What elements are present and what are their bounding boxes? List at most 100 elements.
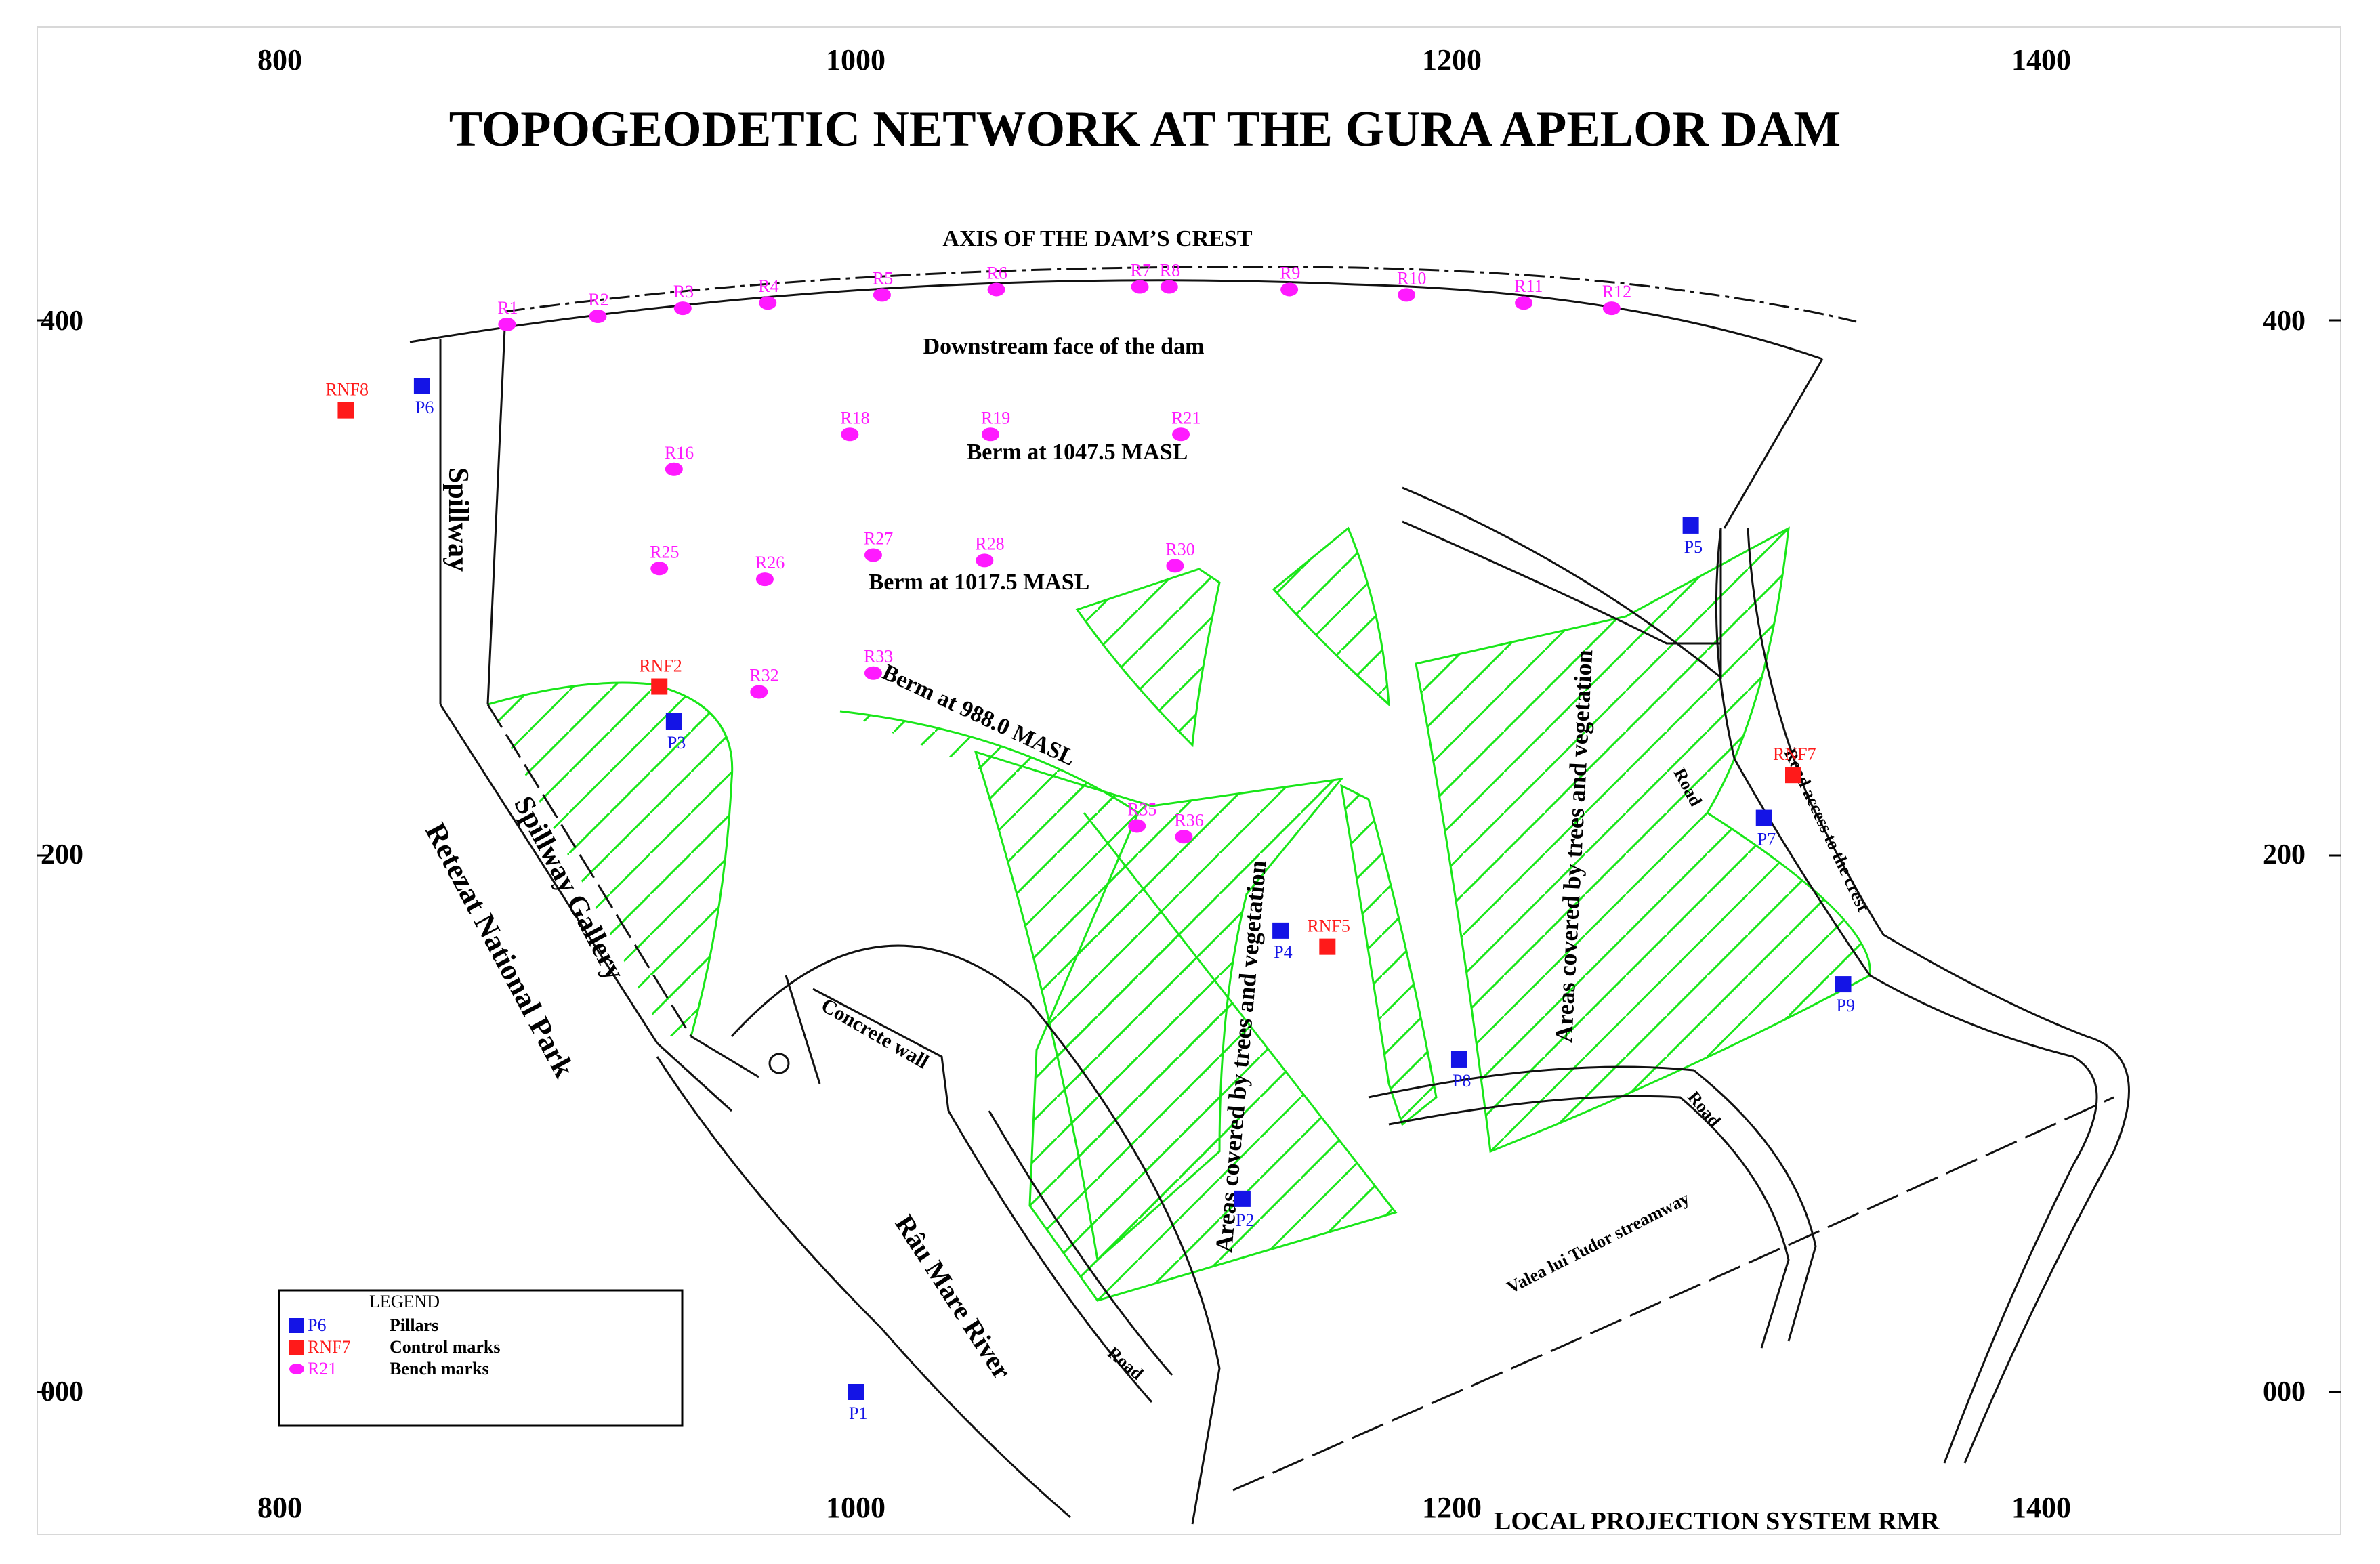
tick-bottom-800: 800 [257, 1491, 302, 1524]
legend-title: LEGEND [369, 1292, 440, 1311]
bench-mark-label-r27: R27 [864, 528, 893, 548]
pillar-p9[interactable] [1835, 976, 1852, 993]
control-mark-label-rnf5: RNF5 [1307, 916, 1350, 936]
control-mark-rnf8[interactable] [337, 402, 354, 419]
bench-mark-r16[interactable] [665, 462, 683, 476]
tick-right-200: 200 [2263, 839, 2305, 870]
axis-ticks-right: 400 200 000 [2263, 305, 2305, 1408]
bench-mark-r33[interactable] [864, 666, 882, 680]
bench-mark-r19[interactable] [981, 427, 999, 442]
tick-bottom-1400: 1400 [2011, 1491, 2071, 1524]
tick-top-1200: 1200 [1422, 43, 1482, 77]
bench-mark-label-r11: R11 [1514, 276, 1543, 296]
bench-mark-label-r25: R25 [650, 542, 679, 562]
map-frame [37, 26, 2341, 1535]
bench-mark-r2[interactable] [589, 310, 607, 324]
bench-mark-r7[interactable] [1131, 280, 1149, 294]
bench-mark-r6[interactable] [987, 282, 1005, 297]
bench-mark-label-r3: R3 [673, 282, 694, 301]
control-mark-rnf2[interactable] [651, 678, 668, 695]
bench-mark-label-r33: R33 [864, 647, 893, 667]
pillar-p8[interactable] [1450, 1051, 1467, 1068]
pillar-label-p3: P3 [667, 733, 686, 753]
bench-mark-r27[interactable] [864, 548, 882, 562]
label-projection: LOCAL PROJECTION SYSTEM RMR [1494, 1507, 1940, 1536]
axis-tick-marks [37, 319, 2341, 1393]
pillar-p1[interactable] [848, 1384, 864, 1400]
bench-mark-r25[interactable] [650, 562, 669, 576]
pillar-label-p5: P5 [1684, 537, 1703, 557]
bench-mark-label-r1: R1 [497, 298, 518, 318]
bench-mark-r10[interactable] [1398, 288, 1416, 302]
bench-mark-label-r5: R5 [873, 268, 893, 288]
bench-mark-label-r7: R7 [1131, 260, 1151, 280]
pillar-p2[interactable] [1234, 1190, 1251, 1207]
bench-mark-label-r18: R18 [840, 408, 869, 427]
legend-label-pillar: Pillars [390, 1315, 438, 1335]
bench-mark-label-r35: R35 [1127, 799, 1156, 819]
bench-mark-label-r10: R10 [1397, 268, 1426, 288]
label-crest-axis: AXIS OF THE DAM’S CREST [942, 226, 1253, 251]
tick-top-800: 800 [257, 43, 302, 77]
bench-mark-label-r2: R2 [588, 290, 608, 310]
legend-label-bench: Bench marks [390, 1359, 489, 1378]
pillar-label-p2: P2 [1236, 1210, 1254, 1230]
pillar-p7[interactable] [1755, 809, 1772, 826]
crest-axis-line [504, 266, 1857, 323]
legend-symbol-bench [289, 1364, 304, 1374]
label-spillway: Spillway [442, 467, 474, 572]
bench-mark-label-r28: R28 [975, 534, 1004, 553]
legend-symbol-control [289, 1340, 304, 1355]
pillar-label-p1: P1 [849, 1403, 867, 1423]
label-streamway: Valea lui Tudor streamway [1504, 1188, 1693, 1297]
label-concrete-wall: Concrete wall [818, 994, 933, 1073]
bench-mark-label-r16: R16 [665, 443, 694, 463]
map-title: TOPOGEODETIC NETWORK AT THE GURA APELOR … [449, 102, 1841, 157]
tick-right-400: 400 [2263, 305, 2305, 337]
control-mark-rnf5[interactable] [1319, 938, 1336, 955]
bench-mark-r9[interactable] [1280, 282, 1299, 297]
pillar-p4[interactable] [1272, 922, 1289, 939]
bench-mark-label-r9: R9 [1280, 263, 1300, 282]
bench-mark-r5[interactable] [873, 288, 891, 302]
pillar-p6[interactable] [413, 378, 430, 394]
bench-mark-label-r21: R21 [1171, 408, 1201, 427]
bench-mark-r12[interactable] [1602, 301, 1621, 316]
tick-bottom-1000: 1000 [826, 1491, 885, 1524]
control-mark-rnf7[interactable] [1785, 767, 1801, 784]
bench-mark-r11[interactable] [1515, 296, 1533, 310]
pillar-label-p8: P8 [1453, 1071, 1471, 1091]
bench-mark-label-r36: R36 [1174, 810, 1203, 830]
bench-mark-r32[interactable] [750, 685, 768, 699]
bench-mark-r1[interactable] [498, 317, 516, 331]
bench-mark-r26[interactable] [755, 572, 774, 587]
bench-mark-label-r6: R6 [987, 263, 1007, 282]
bench-mark-label-r8: R8 [1160, 260, 1180, 280]
bench-mark-r4[interactable] [759, 296, 777, 310]
pillar-label-p4: P4 [1274, 942, 1292, 962]
bench-mark-r35[interactable] [1128, 819, 1146, 833]
bench-mark-label-r32: R32 [749, 665, 778, 685]
bench-mark-r18[interactable] [841, 427, 859, 442]
label-berm-1047: Berm at 1047.5 MASL [967, 440, 1188, 465]
bench-mark-r3[interactable] [673, 301, 692, 316]
tick-top-1000: 1000 [826, 43, 885, 77]
bench-mark-r36[interactable] [1175, 830, 1193, 844]
label-berm-1017: Berm at 1017.5 MASL [869, 570, 1090, 595]
legend-label-control: Control marks [390, 1337, 500, 1357]
pillar-p3[interactable] [665, 713, 682, 730]
bench-mark-r28[interactable] [976, 553, 994, 568]
bench-mark-r30[interactable] [1166, 559, 1184, 573]
pillar-p5[interactable] [1682, 517, 1699, 534]
legend-code-pillar: P6 [308, 1315, 326, 1335]
legend-box [278, 1289, 684, 1427]
bench-mark-r21[interactable] [1172, 427, 1190, 442]
river-banks [656, 944, 1221, 1525]
bench-mark-label-r12: R12 [1602, 282, 1631, 301]
bench-mark-r8[interactable] [1160, 280, 1178, 294]
